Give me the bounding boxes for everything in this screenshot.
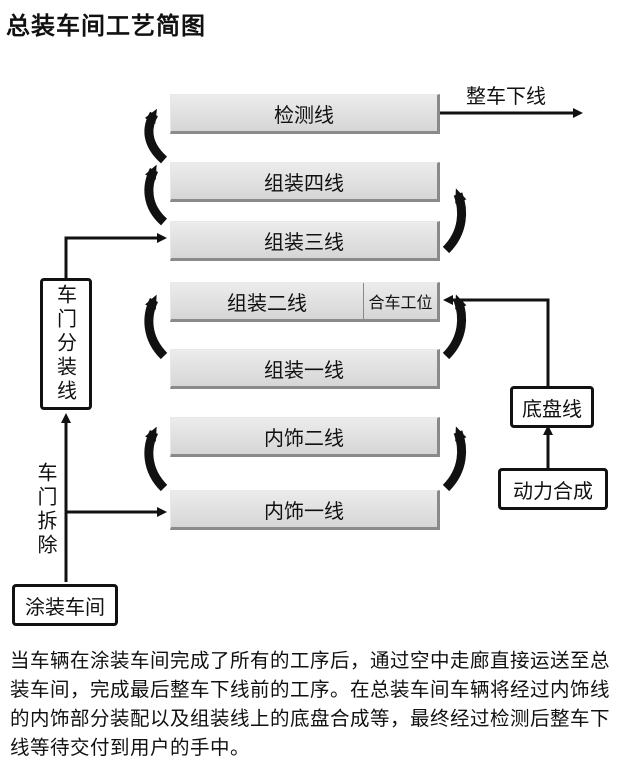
line-assembly-2: 组装二线 合车工位: [170, 282, 440, 322]
line-interior-2: 内饰二线: [170, 417, 440, 457]
line-inspection: 检测线: [170, 94, 440, 134]
flow-arrow-assembly3-assembly4: [144, 164, 168, 226]
flow-arrow-assembly3-assembly4-right: [442, 188, 467, 254]
page-title: 总装车间工艺简图: [6, 12, 206, 40]
flow-arrow-assembly4-inspection: [144, 108, 168, 164]
line-assembly-3: 组装三线: [170, 221, 440, 261]
powertrain-box: 动力合成: [498, 468, 608, 510]
line-assembly-2-label: 组装二线: [171, 283, 364, 319]
door-removal-label: 车门拆除: [34, 462, 58, 558]
merge-station-label: 合车工位: [368, 293, 433, 312]
flow-arrow-interior1-interior2: [144, 426, 168, 492]
line-interior-1: 内饰一线: [170, 490, 440, 530]
flow-arrow-interior2-assembly1: [442, 426, 467, 492]
exit-label: 整车下线: [466, 84, 546, 108]
paint-shop-box: 涂装车间: [12, 584, 118, 626]
flow-arrow-assembly2-assembly3: [442, 294, 467, 360]
line-assembly-4: 组装四线: [170, 162, 440, 202]
connector-chassis-to-merge: [443, 295, 550, 386]
flow-arrow-assembly1-assembly2: [144, 294, 168, 360]
door-subassembly-box: 车门分装线: [40, 278, 92, 410]
connector-door-to-assembly3: [64, 233, 167, 278]
line-assembly-1: 组装一线: [170, 349, 440, 389]
description-text: 当车辆在涂装车间完成了所有的工序后，通过空中走廊直接运送至总装车间，完成最后整车…: [10, 649, 611, 759]
chassis-line-box: 底盘线: [510, 386, 594, 428]
